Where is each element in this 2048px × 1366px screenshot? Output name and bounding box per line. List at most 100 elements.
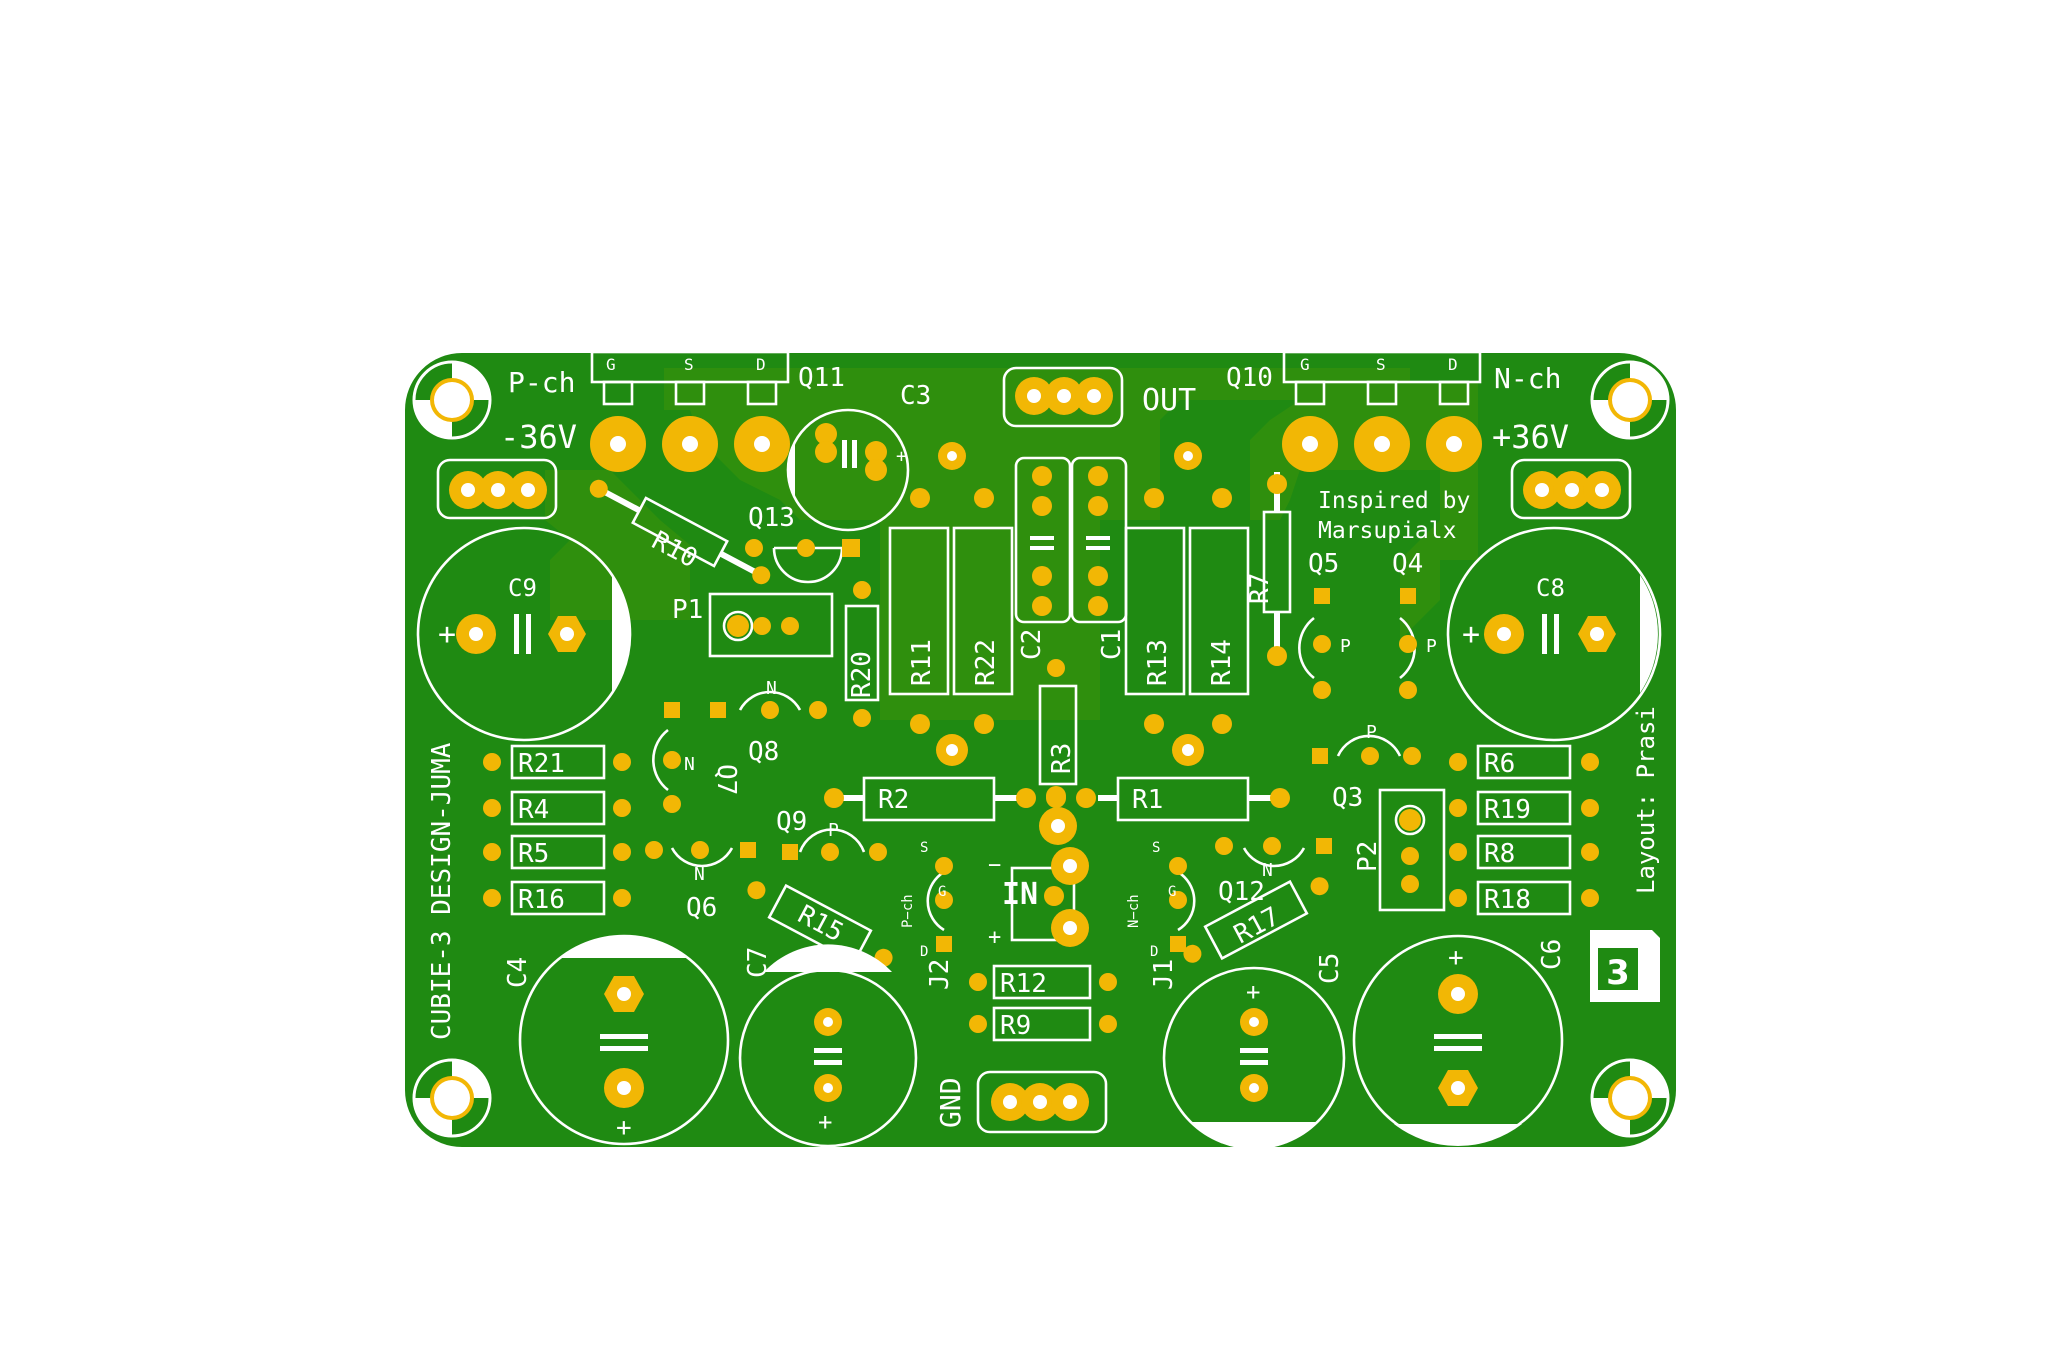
label-in: IN (1002, 877, 1038, 912)
label-r19: R19 (1484, 795, 1531, 825)
c8-plus: + (1462, 617, 1480, 652)
label-r4: R4 (518, 795, 549, 825)
jfet-j1 (1169, 857, 1196, 952)
label-p1: P1 (672, 595, 703, 625)
transistor-q5 (1298, 588, 1331, 699)
output-node-pads (936, 734, 1204, 766)
resistor-r19 (1449, 790, 1599, 826)
c5-plus: + (1246, 978, 1260, 1006)
q10-pin-s: S (1376, 355, 1386, 374)
resistor-r18 (1449, 880, 1599, 916)
j1-pin-g: G (1168, 884, 1176, 900)
resistor-r21 (483, 744, 631, 780)
mounting-hole-tl (412, 360, 492, 440)
in-plus: + (988, 925, 1001, 950)
capacitor-c6 (1352, 934, 1564, 1147)
mosfet-q10-footprint (1282, 350, 1482, 472)
connector-gnd (976, 1070, 1108, 1134)
q8-n: N (766, 678, 777, 699)
c7-plus: + (818, 1108, 832, 1136)
label-q3: Q3 (1332, 783, 1363, 813)
logo-text: 3 (1606, 953, 1630, 993)
mounting-hole-tr (1590, 360, 1670, 440)
c6-plus: + (1448, 943, 1464, 973)
label-q10: Q10 (1226, 363, 1273, 393)
q4-p: P (1426, 636, 1437, 657)
j1-pin-s: S (1152, 840, 1160, 856)
label-q8: Q8 (748, 737, 779, 767)
capacitor-c3 (786, 408, 910, 532)
label-q4: Q4 (1392, 549, 1423, 579)
resistor-r15 (747, 881, 893, 967)
label-r11: R11 (907, 639, 937, 686)
label-nch: N-ch (1494, 362, 1561, 395)
resistor-r22 (952, 526, 1014, 734)
c3-plus: + (896, 446, 907, 467)
label-pos-rail: +36V (1492, 418, 1569, 456)
capacitor-c8 (1446, 526, 1662, 742)
in-minus: − (988, 853, 1001, 878)
label-inspired-1: Inspired by (1318, 488, 1470, 514)
q10-pin-d: D (1448, 355, 1458, 374)
resistor-r20 (844, 581, 880, 727)
label-neg-rail: -36V (500, 418, 577, 456)
transistor-q9 (782, 828, 887, 861)
capacitor-c9 (416, 526, 632, 742)
j1-type: N−ch (1126, 894, 1142, 928)
q11-pin-g: G (606, 355, 616, 374)
q11-pin-s: S (684, 355, 694, 374)
connector-in (1010, 807, 1089, 947)
label-q9: Q9 (776, 807, 807, 837)
transistor-q7 (652, 702, 681, 813)
pad-group-top (910, 442, 1232, 508)
label-r5: R5 (518, 839, 549, 869)
trimmer-p1 (708, 592, 834, 658)
j2-pin-s: S (920, 840, 928, 856)
label-r13: R13 (1143, 639, 1173, 686)
resistor-r7 (1262, 472, 1292, 666)
j1-pin-d: D (1150, 944, 1158, 960)
label-c8: C8 (1536, 574, 1565, 602)
resistor-r17 (1183, 877, 1329, 963)
label-r1: R1 (1132, 785, 1163, 815)
j2-pin-g: G (938, 884, 946, 900)
resistor-r8 (1449, 834, 1599, 870)
capacitor-c7 (738, 944, 918, 1148)
label-q7: Q7 (711, 764, 741, 795)
q11-pin-d: D (756, 355, 766, 374)
transistor-q12 (1215, 837, 1332, 868)
capacitor-c2 (1014, 456, 1072, 624)
resistor-r13 (1124, 526, 1186, 734)
label-q12: Q12 (1218, 877, 1265, 907)
label-r16: R16 (518, 885, 565, 915)
transistor-q3 (1312, 734, 1421, 765)
c9-plus: + (438, 617, 456, 652)
resistor-r14 (1188, 526, 1250, 734)
label-c6: C6 (1537, 939, 1567, 970)
label-r18: R18 (1484, 885, 1531, 915)
resistor-r2 (824, 776, 1036, 822)
silk-marks: + + + + + + − N N N P N P P P P−ch N−ch … (616, 446, 1464, 1143)
trimmer-p2 (1378, 788, 1446, 912)
label-gnd: GND (934, 1077, 967, 1128)
j2-type: P−ch (900, 894, 916, 928)
resistor-r1 (1046, 776, 1290, 822)
label-design: CUBIE-3 DESIGN-JUMA (427, 742, 457, 1040)
resistor-r11 (888, 526, 950, 734)
label-r8: R8 (1484, 839, 1515, 869)
cubie-logo: 3 (1590, 930, 1660, 1002)
silk-labels: P-ch N-ch Q11 Q10 G S D G S D -36V +36V … (427, 355, 1660, 1128)
label-r9: R9 (1000, 1011, 1031, 1041)
label-c4: C4 (503, 957, 533, 988)
transistor-q13 (745, 539, 860, 584)
label-layout: Layout: Prasi (1632, 706, 1660, 894)
label-r6: R6 (1484, 749, 1515, 779)
resistor-r6 (1449, 744, 1599, 780)
transistor-q8 (710, 690, 827, 719)
mounting-hole-br (1590, 1058, 1670, 1138)
label-q13: Q13 (748, 503, 795, 533)
capacitor-c4 (518, 934, 730, 1146)
label-c1: C1 (1097, 629, 1127, 660)
label-out: OUT (1142, 383, 1196, 418)
